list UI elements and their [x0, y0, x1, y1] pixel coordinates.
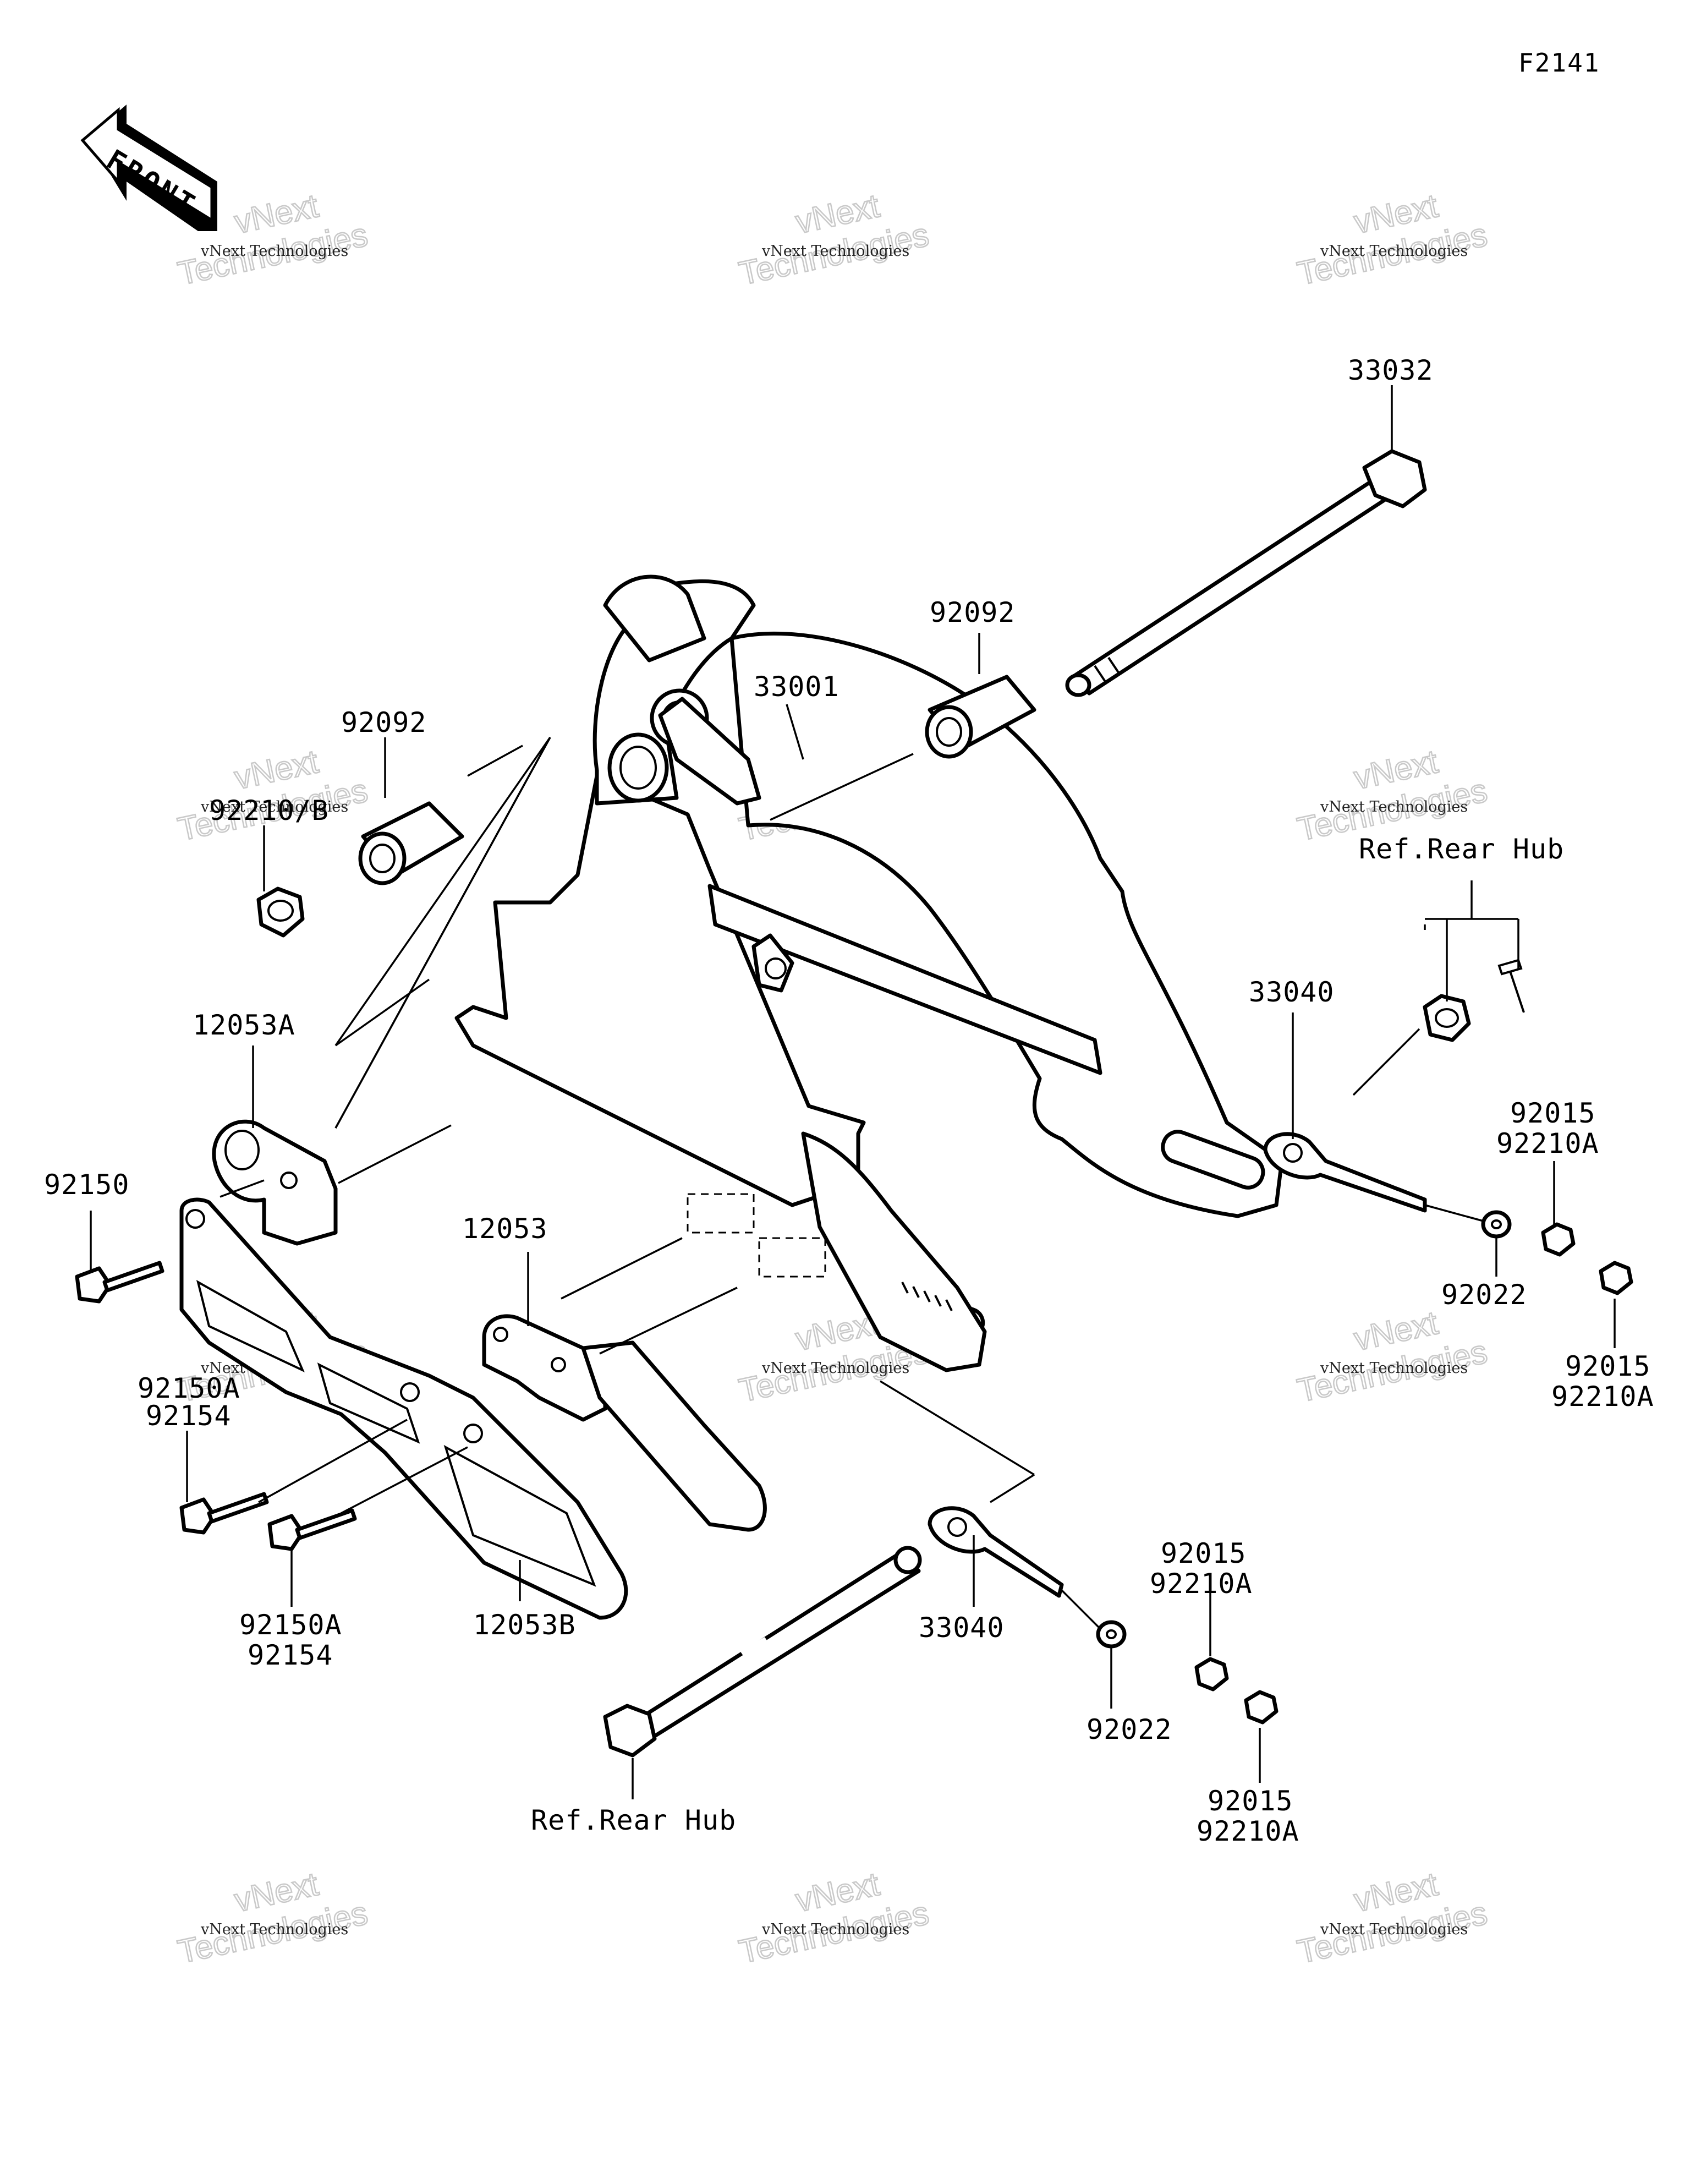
adjuster-33040-right — [1263, 1132, 1427, 1213]
label-92015-r2: 92015 — [1565, 1350, 1651, 1382]
washer-92022-bottom — [1096, 1620, 1127, 1649]
watermark-text: vNext Technologies — [1320, 1921, 1468, 1938]
collar-92092-right — [925, 675, 1036, 759]
washer-92022-right — [1481, 1210, 1512, 1239]
label-ref-rear-hub-top: Ref.Rear Hub — [1359, 833, 1564, 865]
label-33001: 33001 — [754, 671, 839, 703]
watermark-text: vNext Technologies — [761, 1360, 909, 1377]
label-12053b: 12053B — [473, 1609, 576, 1641]
front-arrow-icon: FRONT — [80, 105, 217, 231]
label-92092-left: 92092 — [341, 707, 427, 738]
watermark: vNext Technologies — [735, 1865, 932, 1971]
nut-92015-b2 — [1244, 1690, 1279, 1725]
bolt-92150a-lower — [267, 1508, 357, 1551]
watermark: vNext Technologies — [174, 1865, 371, 1971]
watermark-text: vNext Technologies — [1320, 798, 1468, 815]
label-92210a-r1: 92210A — [1496, 1127, 1599, 1159]
label-92150a-lower: 92150A — [239, 1609, 342, 1641]
rear-axle — [603, 1546, 922, 1758]
watermark: vNext Technologies — [1293, 1865, 1491, 1971]
pivot-shaft-33032 — [1065, 449, 1427, 697]
watermark-text: vNext Technologies — [761, 243, 909, 260]
label-92015-b2: 92015 — [1208, 1785, 1293, 1817]
swingarm-33001 — [454, 574, 1284, 1372]
chain-slider-12053 — [482, 1314, 767, 1532]
label-92015-b1: 92015 — [1161, 1537, 1247, 1569]
label-33040-bottom: 33040 — [919, 1612, 1005, 1644]
bolt-92150 — [75, 1261, 164, 1304]
adjuster-33040-bottom — [928, 1506, 1064, 1598]
label-92154-upper: 92154 — [146, 1400, 232, 1432]
watermark: vNext Technologies — [1293, 742, 1491, 849]
label-12053: 12053 — [462, 1213, 548, 1245]
label-92154-lower: 92154 — [248, 1639, 333, 1671]
chain-guide-12053b — [179, 1197, 628, 1620]
watermark-text: vNext Technologies — [1320, 1360, 1468, 1377]
watermark-text: vNext Technologies — [761, 1921, 909, 1938]
watermark-text: vNext Technologies — [200, 798, 348, 815]
label-92210a-b1: 92210A — [1150, 1568, 1253, 1600]
label-33040-right: 33040 — [1249, 976, 1335, 1008]
nut-92015-r1 — [1541, 1222, 1576, 1257]
castle-nut — [1423, 959, 1525, 1042]
label-92022-right: 92022 — [1441, 1279, 1527, 1311]
watermark-text: vNext Technologies — [200, 1921, 348, 1938]
label-92022-bottom: 92022 — [1087, 1714, 1172, 1745]
bolt-92150a-upper — [179, 1492, 269, 1535]
leader-lines — [90, 385, 1616, 1799]
label-ref-rear-hub-bottom: Ref.Rear Hub — [531, 1804, 736, 1836]
watermark: vNext Technologies — [1293, 187, 1491, 293]
nut-92015-r2 — [1599, 1261, 1633, 1295]
label-92015-r1: 92015 — [1510, 1097, 1596, 1129]
assembly-lines — [220, 736, 1486, 1630]
label-33032: 33032 — [1348, 354, 1434, 386]
nut-92015-b1 — [1194, 1657, 1229, 1692]
label-12053a: 12053A — [193, 1009, 295, 1041]
label-92150: 92150 — [44, 1169, 130, 1201]
collar-92092-left — [358, 801, 464, 885]
nut-92210b — [256, 886, 305, 938]
watermark: vNext Technologies — [174, 742, 371, 849]
label-92210a-r2: 92210A — [1551, 1381, 1654, 1413]
watermark: vNext Technologies — [735, 187, 932, 293]
label-92092-right: 92092 — [930, 596, 1016, 628]
watermark: vNext Technologies — [1293, 1304, 1491, 1410]
figure-code: F2141 — [1518, 48, 1600, 78]
watermark-text: vNext Technologies — [200, 243, 348, 260]
block-12053a — [212, 1119, 338, 1246]
part-labels: 33032 92092 33001 92092 92210/B 12053A 9… — [44, 354, 1654, 1847]
watermark-text: vNext Technologies — [1320, 243, 1468, 260]
label-92210b: 92210/B — [209, 795, 329, 826]
label-92150a-upper: 92150A — [138, 1372, 240, 1404]
label-92210a-b2: 92210A — [1197, 1815, 1299, 1847]
